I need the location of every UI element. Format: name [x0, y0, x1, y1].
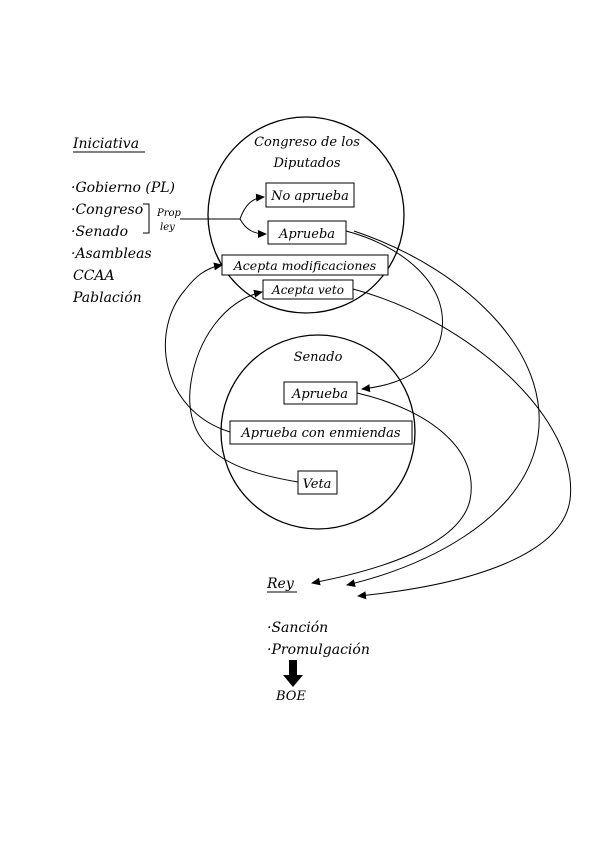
box-aprueba-con-enmiendas: [229, 420, 413, 445]
arrow-veta-to-acepta-veto: [189, 289, 299, 483]
congress-title-line2: Diputados: [272, 156, 340, 171]
box-acepta-veto-label: Acepta veto: [271, 283, 344, 297]
box-congress-aprueba: [267, 220, 347, 245]
initiative-title: Iniciativa: [72, 136, 139, 152]
box-no-aprueba-label: No aprueba: [270, 189, 349, 204]
down-arrow-icon: [283, 675, 303, 687]
box-congress-aprueba-label: Aprueba: [278, 227, 335, 242]
box-veta: [297, 470, 338, 495]
arrow-senate-aprueba-to-rey: [311, 392, 472, 586]
senate-circle: [220, 334, 416, 530]
arrow-enmiendas-to-modificaciones: [165, 262, 231, 433]
box-acepta-modificaciones-label: Acepta modificaciones: [233, 258, 376, 273]
rey-item-promulgacion: ·Promulgación: [267, 642, 370, 658]
initiative-item-poblacion: Pablación: [72, 290, 142, 306]
box-senate-aprueba-label: Aprueba: [291, 387, 348, 402]
arrow-congress-aprueba-to-rey: [346, 230, 540, 588]
prop-ley-bracket: [143, 203, 150, 234]
prop-ley-label-1: Prop: [156, 208, 182, 219]
congress-circle: [207, 116, 405, 314]
rey-item-sancion: ·Sanción: [267, 620, 328, 636]
box-veta-label: Veta: [303, 477, 332, 492]
initiative-item-asambleas: ·Asambleas: [71, 246, 152, 262]
senate-title: Senado: [294, 350, 343, 365]
initiative-item-gobierno: ·Gobierno (PL): [71, 180, 175, 196]
initiative-item-ccaa: CCAA: [73, 268, 115, 284]
arrow-congress-to-senate: [345, 230, 443, 393]
down-arrow-shaft: [289, 660, 297, 676]
congress-title-line1: Congreso de los: [254, 135, 360, 150]
rey-title: Rey: [266, 576, 295, 592]
box-no-aprueba: [265, 182, 355, 208]
initiative-item-senado: ·Senado: [71, 224, 128, 240]
box-aprueba-con-enmiendas-label: Aprueba con enmiendas: [240, 426, 400, 441]
prop-ley-label-2: ley: [160, 222, 175, 233]
arrow-acepta-veto-to-rey: [352, 288, 572, 600]
arrow-to-congress-aprueba: [239, 218, 267, 238]
arrow-to-no-aprueba: [239, 193, 265, 220]
initiative-item-congreso: ·Congreso: [71, 202, 143, 218]
boe-label: BOE: [275, 689, 306, 704]
